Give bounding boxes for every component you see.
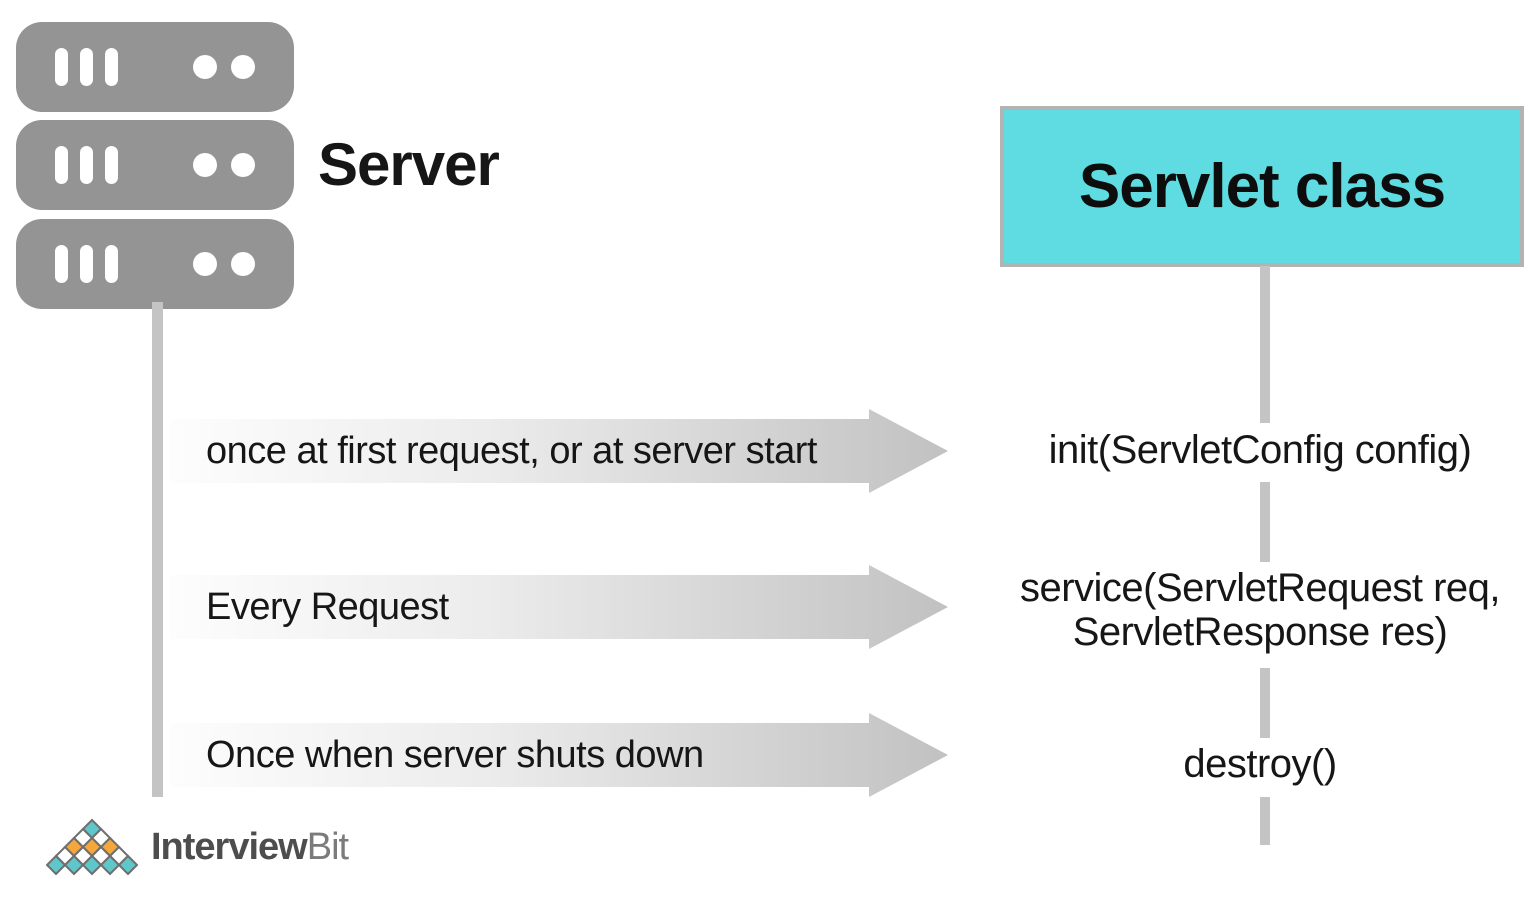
arrowhead-icon xyxy=(869,409,948,493)
logo-text-interview: Interview xyxy=(151,825,308,868)
server-rack-icon xyxy=(16,120,294,210)
server-lifeline xyxy=(152,302,163,797)
arrow-shaft: Once when server shuts down xyxy=(170,723,870,787)
method-service-line2: ServletResponse res) xyxy=(1072,610,1448,654)
servlet-lifeline-segment xyxy=(1260,266,1270,423)
arrow-service-label: Every Request xyxy=(206,585,449,628)
server-label: Server xyxy=(318,131,500,198)
interviewbit-wordmark: InterviewBit xyxy=(151,825,349,869)
arrow-shaft: once at first request, or at server star… xyxy=(170,419,870,483)
interviewbit-logo: InterviewBit xyxy=(45,818,349,876)
arrow-init-label: once at first request, or at server star… xyxy=(206,429,817,472)
arrowhead-icon xyxy=(869,713,948,797)
arrowhead-icon xyxy=(869,565,948,649)
interviewbit-pyramid-icon xyxy=(45,818,139,876)
servlet-lifeline-segment xyxy=(1260,482,1270,562)
method-service-line1: service(ServletRequest req, xyxy=(1019,566,1501,610)
method-init: init(ServletConfig config) xyxy=(1048,428,1472,472)
arrow-init: once at first request, or at server star… xyxy=(170,409,948,493)
arrow-destroy-label: Once when server shuts down xyxy=(206,733,704,776)
arrow-destroy: Once when server shuts down xyxy=(170,713,948,797)
method-service: service(ServletRequest req, ServletRespo… xyxy=(1000,566,1520,654)
arrow-shaft: Every Request xyxy=(170,575,870,639)
arrow-service: Every Request xyxy=(170,565,948,649)
method-destroy: destroy() xyxy=(1183,742,1337,786)
server-rack-icon xyxy=(16,219,294,309)
servlet-class-label: Servlet class xyxy=(1078,152,1446,221)
servlet-lifeline-segment xyxy=(1260,668,1270,738)
servlet-lifeline-segment xyxy=(1260,797,1270,845)
servlet-class-box: Servlet class xyxy=(1000,106,1524,267)
logo-text-bit: Bit xyxy=(306,825,349,868)
server-rack-icon xyxy=(16,22,294,112)
